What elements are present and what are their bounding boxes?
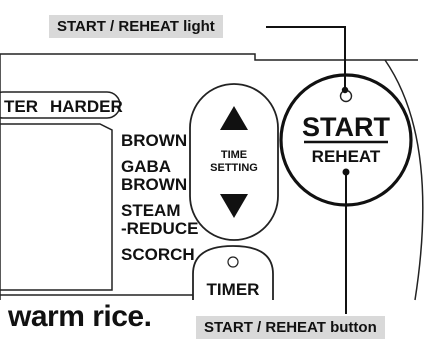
timer-button[interactable] — [192, 245, 274, 300]
start-reheat-light-callout: START / REHEAT light — [49, 15, 223, 38]
menu-item-gaba: GABA — [121, 157, 171, 176]
panel-curve-edge — [384, 59, 424, 301]
time-setting-button[interactable] — [189, 83, 279, 241]
caption-text: warm rice. — [8, 300, 152, 333]
menu-item-reduce: -REDUCE — [121, 219, 198, 238]
time-setting-line2: SETTING — [210, 162, 258, 174]
start-label: START — [302, 112, 390, 142]
timer-light-icon — [227, 256, 239, 268]
up-arrow-icon[interactable] — [220, 106, 248, 130]
lcd-display — [0, 123, 113, 291]
down-arrow-icon[interactable] — [220, 194, 248, 218]
time-setting-line1: TIME — [221, 149, 247, 161]
texture-right-text: HARDER — [50, 97, 123, 116]
panel-top-edge — [0, 53, 418, 61]
timer-label: TIMER — [207, 280, 260, 299]
menu-item-brown: BROWN — [121, 131, 187, 150]
reheat-label: REHEAT — [312, 147, 381, 166]
texture-top-text: TER — [4, 97, 38, 116]
texture-label-box — [0, 91, 121, 119]
light-leader-line — [266, 26, 346, 90]
start-reheat-button-callout: START / REHEAT button — [196, 316, 385, 339]
menu-item-gaba-brown: BROWN — [121, 175, 187, 194]
menu-item-scorch: SCORCH — [121, 245, 195, 264]
button-leader-dot — [342, 168, 350, 176]
menu-item-steam: STEAM — [121, 201, 181, 220]
light-leader-dot — [341, 86, 349, 94]
